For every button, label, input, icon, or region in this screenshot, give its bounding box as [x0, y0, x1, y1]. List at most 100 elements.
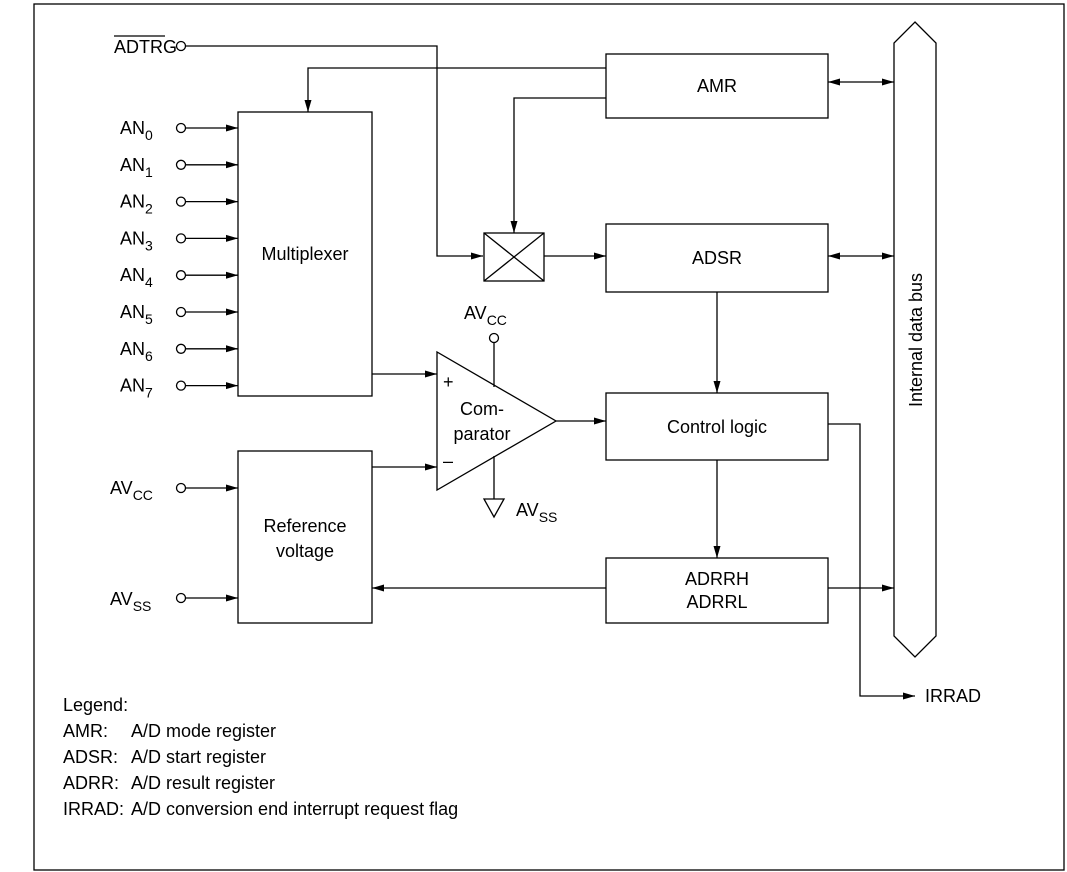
avss-input-pin	[175, 592, 187, 604]
avss-input-base: AV	[110, 589, 133, 609]
analog-input-an5: AN5	[120, 302, 238, 327]
legend-abbr: AMR:	[63, 721, 108, 741]
analog-input-an6: AN6	[120, 339, 238, 364]
svg-text:AVSS: AVSS	[110, 589, 151, 614]
analog-input-an2: AN2	[120, 192, 238, 217]
amr-block	[605, 53, 829, 119]
analog-input-subscript: 0	[145, 127, 153, 143]
comparator-minus: –	[443, 451, 453, 471]
analog-input-an7: AN7	[120, 376, 238, 401]
legend-title: Legend:	[63, 695, 128, 715]
avcc-input-base: AV	[110, 478, 133, 498]
analog-input-an3: AN3	[120, 228, 238, 253]
reference-voltage-label-line2: voltage	[276, 541, 334, 561]
analog-input-subscript: 2	[145, 201, 153, 217]
adrr-block	[605, 557, 829, 624]
comparator-avss-sub: SS	[539, 509, 558, 525]
comparator-label-line1: Com-	[460, 399, 504, 419]
avss-input-sub: SS	[133, 598, 152, 614]
analog-input-an0: AN0	[120, 118, 238, 143]
svg-text:AN2: AN2	[120, 192, 153, 217]
svg-text:AN6: AN6	[120, 339, 153, 364]
analog-input-pin	[175, 306, 187, 318]
analog-input-subscript: 1	[145, 164, 153, 180]
svg-text:AVSS: AVSS	[516, 500, 557, 525]
legend-description: A/D conversion end interrupt request fla…	[131, 799, 458, 819]
amr-to-switch-wire	[510, 97, 606, 233]
legend-description: A/D mode register	[131, 721, 276, 741]
svg-text:AN7: AN7	[120, 376, 153, 401]
control-logic-label: Control logic	[667, 417, 767, 437]
analog-input-label: AN	[120, 376, 145, 396]
internal-data-bus	[893, 21, 937, 658]
svg-text:AN5: AN5	[120, 302, 153, 327]
internal-data-bus-label: Internal data bus	[906, 273, 926, 407]
amr-label: AMR	[697, 76, 737, 96]
avss-input: AVSS	[110, 589, 238, 614]
avcc-input-pin	[175, 482, 187, 494]
analog-input-pin	[175, 343, 187, 354]
multiplexer-block	[237, 111, 373, 397]
analog-input-pin	[175, 196, 187, 207]
analog-input-pin	[175, 270, 187, 281]
analog-input-label: AN	[120, 118, 145, 138]
legend-description: A/D result register	[131, 773, 275, 793]
comparator-avcc-base: AV	[464, 303, 487, 323]
svg-text:AVCC: AVCC	[110, 478, 153, 503]
analog-input-label: AN	[120, 302, 145, 322]
analog-input-label: AN	[120, 339, 145, 359]
multiplexer-label: Multiplexer	[261, 244, 348, 264]
analog-input-pin	[175, 122, 187, 134]
adtrg-signal: ADTRG	[114, 35, 187, 57]
ground-symbol	[482, 498, 506, 519]
reference-voltage-label-line1: Reference	[263, 516, 346, 536]
analog-input-subscript: 5	[145, 311, 153, 327]
analog-input-pin	[175, 159, 187, 170]
analog-input-label: AN	[120, 192, 145, 212]
analog-input-subscript: 4	[145, 274, 153, 290]
amr-to-multiplexer-wire	[304, 67, 606, 112]
analog-input-an1: AN1	[120, 155, 238, 180]
adtrg-label: ADTRG	[114, 37, 177, 57]
figure-frame	[33, 3, 1065, 871]
svg-text:AN4: AN4	[120, 265, 153, 290]
analog-input-pin	[175, 380, 187, 391]
analog-input-label: AN	[120, 228, 145, 248]
analog-input-an4: AN4	[120, 265, 238, 290]
analog-input-label: AN	[120, 155, 145, 175]
control-logic-block	[605, 392, 829, 461]
comparator-avcc: AVCC	[464, 303, 507, 387]
comparator-avcc-pin	[488, 332, 500, 344]
reference-voltage-block	[237, 450, 373, 624]
analog-input-subscript: 3	[145, 237, 153, 253]
comparator-plus: +	[443, 372, 454, 392]
legend-description: A/D start register	[131, 747, 266, 767]
legend-abbr: ADRR:	[63, 773, 119, 793]
comparator-avss-base: AV	[516, 500, 539, 520]
comparator-label-line2: parator	[453, 424, 510, 444]
comparator	[436, 350, 558, 492]
analog-input-pin	[175, 233, 187, 244]
irrad-label: IRRAD	[925, 686, 981, 706]
analog-input-subscript: 6	[145, 348, 153, 364]
svg-text:AN3: AN3	[120, 228, 153, 253]
svg-text:AN0: AN0	[120, 118, 153, 143]
adsr-block	[605, 223, 829, 293]
comparator-avcc-sub: CC	[487, 312, 507, 328]
trigger-switch	[483, 232, 545, 282]
analog-input-label: AN	[120, 265, 145, 285]
svg-text:AN1: AN1	[120, 155, 153, 180]
adrrh-label: ADRRH	[685, 569, 749, 589]
avcc-input: AVCC	[110, 478, 238, 503]
adrrl-label: ADRRL	[686, 592, 747, 612]
legend-abbr: ADSR:	[63, 747, 118, 767]
avcc-input-sub: CC	[133, 487, 153, 503]
adtrg-to-switch-wire	[186, 45, 483, 260]
control-to-irrad-wire	[828, 423, 915, 700]
comparator-avss: AVSS	[482, 456, 557, 525]
adsr-label: ADSR	[692, 248, 742, 268]
